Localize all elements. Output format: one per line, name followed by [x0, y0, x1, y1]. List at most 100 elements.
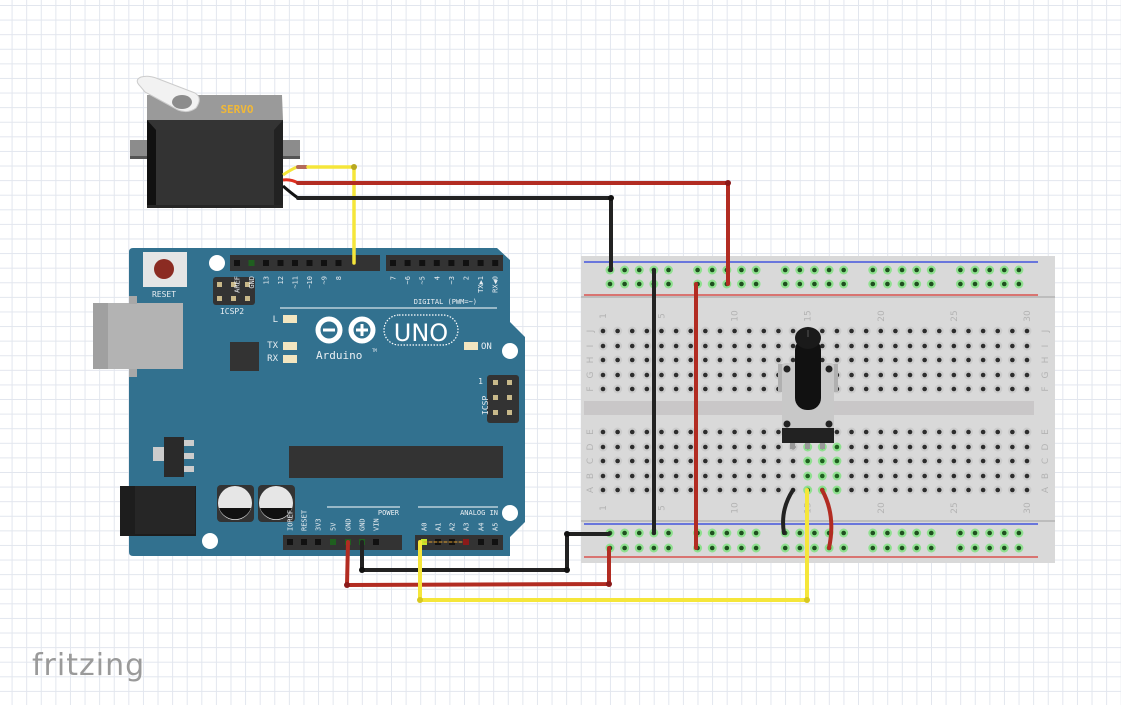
breadboard-hole[interactable]	[834, 444, 840, 450]
wire-pot-ground[interactable]	[781, 488, 795, 535]
breadboard-hole[interactable]	[1010, 328, 1015, 334]
breadboard-hole[interactable]	[820, 357, 825, 363]
rail-hole[interactable]	[666, 545, 671, 551]
breadboard-hole[interactable]	[790, 357, 796, 363]
breadboard-hole[interactable]	[878, 343, 884, 349]
breadboard-hole[interactable]	[878, 357, 884, 363]
breadboard-hole[interactable]	[820, 458, 825, 464]
breadboard-hole[interactable]	[776, 458, 781, 464]
breadboard-hole[interactable]	[922, 357, 927, 363]
digital-pin-9[interactable]	[321, 260, 327, 266]
breadboard-hole[interactable]	[966, 343, 971, 349]
breadboard-hole[interactable]	[659, 429, 664, 435]
breadboard-hole[interactable]	[717, 458, 723, 464]
breadboard-hole[interactable]	[849, 357, 854, 363]
rail-hole[interactable]	[797, 267, 803, 273]
rail-hole[interactable]	[914, 545, 919, 551]
breadboard-hole[interactable]	[863, 386, 869, 392]
breadboard-hole[interactable]	[1010, 473, 1015, 479]
rail-hole[interactable]	[1016, 545, 1022, 551]
wire-pot-power[interactable]	[820, 488, 834, 550]
breadboard-hole[interactable]	[644, 458, 650, 464]
breadboard-hole[interactable]	[746, 444, 752, 450]
breadboard-hole[interactable]	[659, 458, 664, 464]
breadboard-hole[interactable]	[600, 343, 606, 349]
breadboard-hole[interactable]	[732, 458, 737, 464]
wire-bendpoint[interactable]	[804, 597, 810, 603]
breadboard-hole[interactable]	[629, 386, 635, 392]
rail-hole[interactable]	[1001, 281, 1007, 287]
breadboard-hole[interactable]	[936, 444, 942, 450]
breadboard-hole[interactable]	[907, 343, 913, 349]
breadboard-hole[interactable]	[980, 386, 986, 392]
breadboard-hole[interactable]	[644, 343, 650, 349]
arduino-uno[interactable]: RESET ICSP2 L TX RX ON	[93, 248, 525, 556]
rail-hole[interactable]	[885, 267, 890, 273]
breadboard-hole[interactable]	[893, 473, 898, 479]
breadboard-hole[interactable]	[907, 357, 913, 363]
pot-knob[interactable]	[795, 327, 821, 349]
analog-pin-A3[interactable]	[463, 539, 469, 545]
breadboard-hole[interactable]	[849, 487, 854, 493]
breadboard-hole[interactable]	[717, 473, 723, 479]
breadboard-hole[interactable]	[761, 444, 767, 450]
breadboard-hole[interactable]	[688, 429, 694, 435]
breadboard-hole[interactable]	[1024, 386, 1030, 392]
breadboard-hole[interactable]	[1010, 458, 1015, 464]
breadboard-hole[interactable]	[673, 357, 679, 363]
digital-pin-AREF[interactable]	[234, 260, 240, 266]
breadboard-hole[interactable]	[995, 372, 1001, 378]
breadboard-hole[interactable]	[951, 343, 957, 349]
breadboard-hole[interactable]	[746, 386, 752, 392]
servo-motor[interactable]: SERVO	[130, 75, 308, 208]
rail-hole[interactable]	[651, 545, 657, 551]
breadboard-hole[interactable]	[600, 372, 606, 378]
breadboard-hole[interactable]	[644, 487, 650, 493]
breadboard-hole[interactable]	[615, 458, 620, 464]
breadboard-hole[interactable]	[907, 386, 913, 392]
breadboard-hole[interactable]	[893, 328, 898, 334]
breadboard-hole[interactable]	[951, 357, 957, 363]
breadboard-hole[interactable]	[863, 473, 869, 479]
breadboard-hole[interactable]	[936, 328, 942, 334]
breadboard-hole[interactable]	[863, 458, 869, 464]
rail-hole[interactable]	[753, 281, 759, 287]
breadboard-hole[interactable]	[834, 429, 840, 435]
breadboard-hole[interactable]	[834, 487, 840, 493]
breadboard-hole[interactable]	[659, 473, 664, 479]
breadboard-hole[interactable]	[849, 386, 854, 392]
breadboard-hole[interactable]	[863, 487, 869, 493]
breadboard-hole[interactable]	[878, 386, 884, 392]
reset-button[interactable]	[154, 259, 174, 279]
breadboard-hole[interactable]	[703, 372, 708, 378]
breadboard-hole[interactable]	[688, 473, 694, 479]
power-pin-5V[interactable]	[330, 539, 336, 545]
breadboard-hole[interactable]	[936, 343, 942, 349]
rail-hole[interactable]	[724, 530, 730, 536]
rail-hole[interactable]	[972, 281, 978, 287]
breadboard-hole[interactable]	[615, 372, 620, 378]
breadboard-hole[interactable]	[878, 328, 884, 334]
breadboard-hole[interactable]	[790, 458, 796, 464]
rail-hole[interactable]	[812, 267, 817, 273]
wire-bendpoint[interactable]	[359, 567, 365, 573]
breadboard-hole[interactable]	[980, 429, 986, 435]
breadboard-hole[interactable]	[878, 372, 884, 378]
breadboard-hole[interactable]	[951, 328, 957, 334]
power-pin-RESET[interactable]	[301, 539, 307, 545]
rail-hole[interactable]	[958, 281, 963, 287]
digital-pin-5[interactable]	[419, 260, 426, 266]
breadboard-hole[interactable]	[922, 343, 927, 349]
rail-hole[interactable]	[753, 545, 759, 551]
breadboard-hole[interactable]	[673, 487, 679, 493]
rail-hole[interactable]	[1001, 545, 1007, 551]
rail-hole[interactable]	[987, 267, 992, 273]
breadboard-hole[interactable]	[936, 487, 942, 493]
breadboard-hole[interactable]	[732, 487, 737, 493]
breadboard-hole[interactable]	[732, 386, 737, 392]
breadboard-hole[interactable]	[659, 444, 664, 450]
rail-hole[interactable]	[987, 281, 992, 287]
breadboard-hole[interactable]	[776, 473, 781, 479]
breadboard-hole[interactable]	[951, 444, 957, 450]
